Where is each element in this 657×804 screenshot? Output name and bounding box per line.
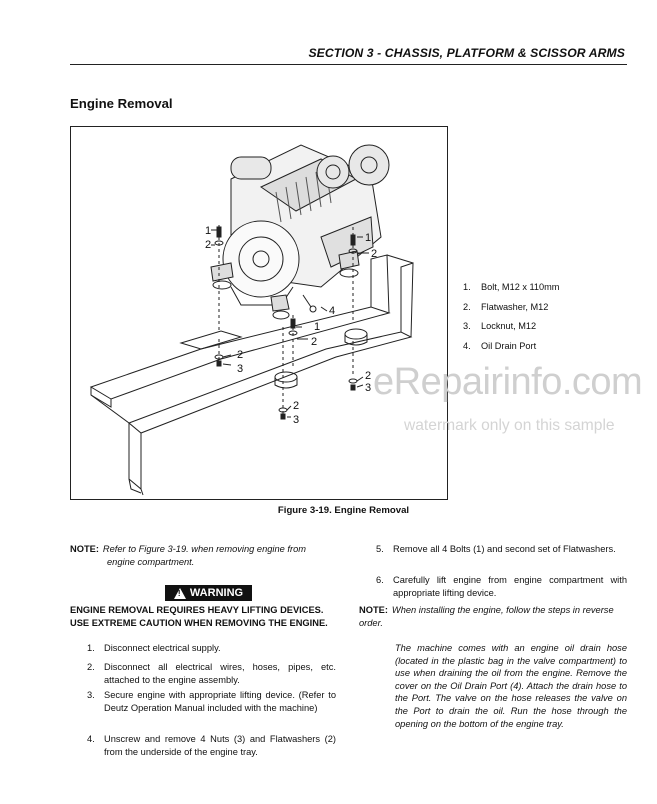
- step-item: 6.Carefully lift engine from engine comp…: [376, 575, 627, 598]
- engine-mount-left: [210, 262, 234, 282]
- engine-tray-plate: [179, 330, 243, 350]
- callout-label: 2: [205, 239, 211, 251]
- callout-label: 2: [311, 336, 317, 348]
- section-header-title: SECTION 3 - CHASSIS, PLATFORM & SCISSOR …: [308, 46, 625, 60]
- step-item: 4.Unscrew and remove 4 Nuts (3) and Flat…: [87, 734, 336, 757]
- note-label: NOTE:: [70, 544, 99, 554]
- warning-triangle-icon: [173, 587, 186, 599]
- header-rule: [70, 64, 627, 65]
- note-refer: NOTE:Refer to Figure 3-19. when removing…: [70, 543, 340, 568]
- note-label: NOTE:: [359, 605, 388, 615]
- callout-label: 2: [237, 349, 243, 361]
- parts-list: 1.Bolt, M12 x 110mm 2.Flatwasher, M12 3.…: [463, 282, 559, 360]
- frame-rail-upper-side: [90, 387, 112, 408]
- callout-label: 4: [329, 305, 335, 317]
- parts-list-item: 1.Bolt, M12 x 110mm: [463, 282, 560, 292]
- step-item: 1.Disconnect electrical supply.: [87, 643, 221, 653]
- callout-label: 2: [293, 400, 299, 412]
- step-item: 2.Disconnect all electrical wires, hoses…: [87, 662, 336, 685]
- warning-badge: WARNING: [165, 585, 252, 601]
- watermark-logo: eRepairinfo.com: [373, 361, 643, 403]
- callout-label: 3: [237, 363, 243, 375]
- engine-pulley: [348, 144, 390, 186]
- engine-air-filter: [230, 156, 272, 180]
- engine-removal-figure: 1 2 1 2 4 1 2 2 3 2 3 2 3: [70, 126, 448, 500]
- oil-drain-port: [309, 305, 317, 313]
- frame-rear-post-2: [400, 262, 414, 338]
- note-install: NOTE:When installing the engine, follow …: [359, 604, 627, 629]
- engine-side-housing: [320, 216, 374, 268]
- warning-text: ENGINE REMOVAL REQUIRES HEAVY LIFTING DE…: [70, 605, 328, 628]
- figure-caption: Figure 3-19. Engine Removal: [277, 505, 410, 516]
- frame-rail-bracket: [128, 478, 144, 496]
- engine-fins: [275, 166, 332, 223]
- engine-illustration: 1 2 1 2 4 1 2 2 3 2 3 2 3: [89, 144, 414, 496]
- engine-flywheel-housing: [222, 220, 300, 298]
- frame-rear-top: [386, 254, 414, 264]
- callout-label: 1: [205, 225, 211, 237]
- engine-mount-front: [270, 294, 290, 312]
- engine-sump: [230, 286, 294, 306]
- frame-cross-member: [90, 394, 130, 424]
- note-text: When installing the engine, follow the s…: [359, 605, 614, 628]
- callout-label: 1: [314, 321, 320, 333]
- parts-list-item: 2.Flatwasher, M12: [463, 301, 549, 312]
- callout-label: 1: [365, 232, 371, 244]
- oil-drain-paragraph: The machine comes with an engine oil dra…: [395, 643, 627, 729]
- engine-alternator: [316, 155, 350, 189]
- warning-badge-label: WARNING: [189, 587, 244, 599]
- step-item: 3.Secure engine with appropriate lifting…: [87, 690, 336, 713]
- parts-list-item: 4.Oil Drain Port: [463, 340, 537, 351]
- callout-label: 2: [371, 248, 377, 260]
- frame-rear-post: [370, 254, 390, 314]
- parts-list-item: 3.Locknut, M12: [463, 321, 537, 331]
- step-item: 5.Remove all 4 Bolts (1) and second set …: [376, 544, 616, 554]
- callout-label: 2: [365, 370, 371, 382]
- note-text: Refer to Figure 3-19. when removing engi…: [102, 544, 307, 554]
- frame-rail-front: [128, 423, 142, 491]
- callout-label: 3: [365, 382, 371, 394]
- note-text-continued: engine compartment.: [107, 556, 195, 567]
- callout-label: 3: [293, 414, 299, 426]
- mount-pad-2: [344, 328, 368, 340]
- section-heading: Engine Removal: [70, 96, 173, 111]
- watermark-note: watermark only on this sample: [404, 417, 615, 434]
